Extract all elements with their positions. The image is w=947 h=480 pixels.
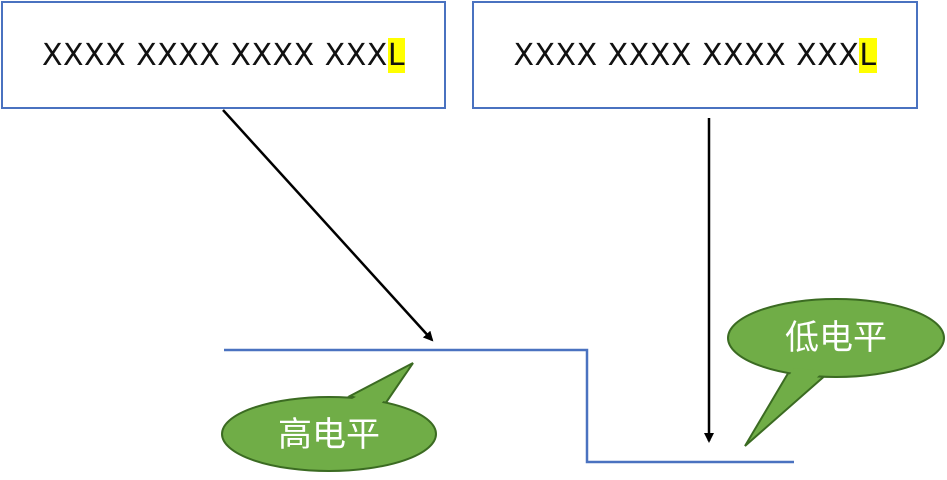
high-level-label: 高电平 <box>278 415 380 455</box>
signal-waveform <box>224 348 794 464</box>
code-box-left: XXXX XXXX XXXX XXXL <box>1 1 446 109</box>
arrow-left-to-high <box>222 109 434 342</box>
code-box-right: XXXX XXXX XXXX XXXL <box>472 1 918 109</box>
code-text-right-highlight: L <box>859 37 877 73</box>
callout-high-ellipse <box>221 396 437 472</box>
code-text-right-main: XXXX XXXX XXXX XXX <box>513 37 860 73</box>
code-text-left-highlight: L <box>387 37 406 73</box>
low-level-label: 低电平 <box>785 318 887 358</box>
code-text-left: XXXX XXXX XXXX XXXL <box>41 37 406 73</box>
callout-low <box>727 298 945 447</box>
code-text-left-main: XXXX XXXX XXXX XXX <box>41 37 388 73</box>
code-text-right: XXXX XXXX XXXX XXXL <box>513 37 877 73</box>
callout-low-ellipse <box>727 298 945 378</box>
callout-high <box>221 362 437 472</box>
